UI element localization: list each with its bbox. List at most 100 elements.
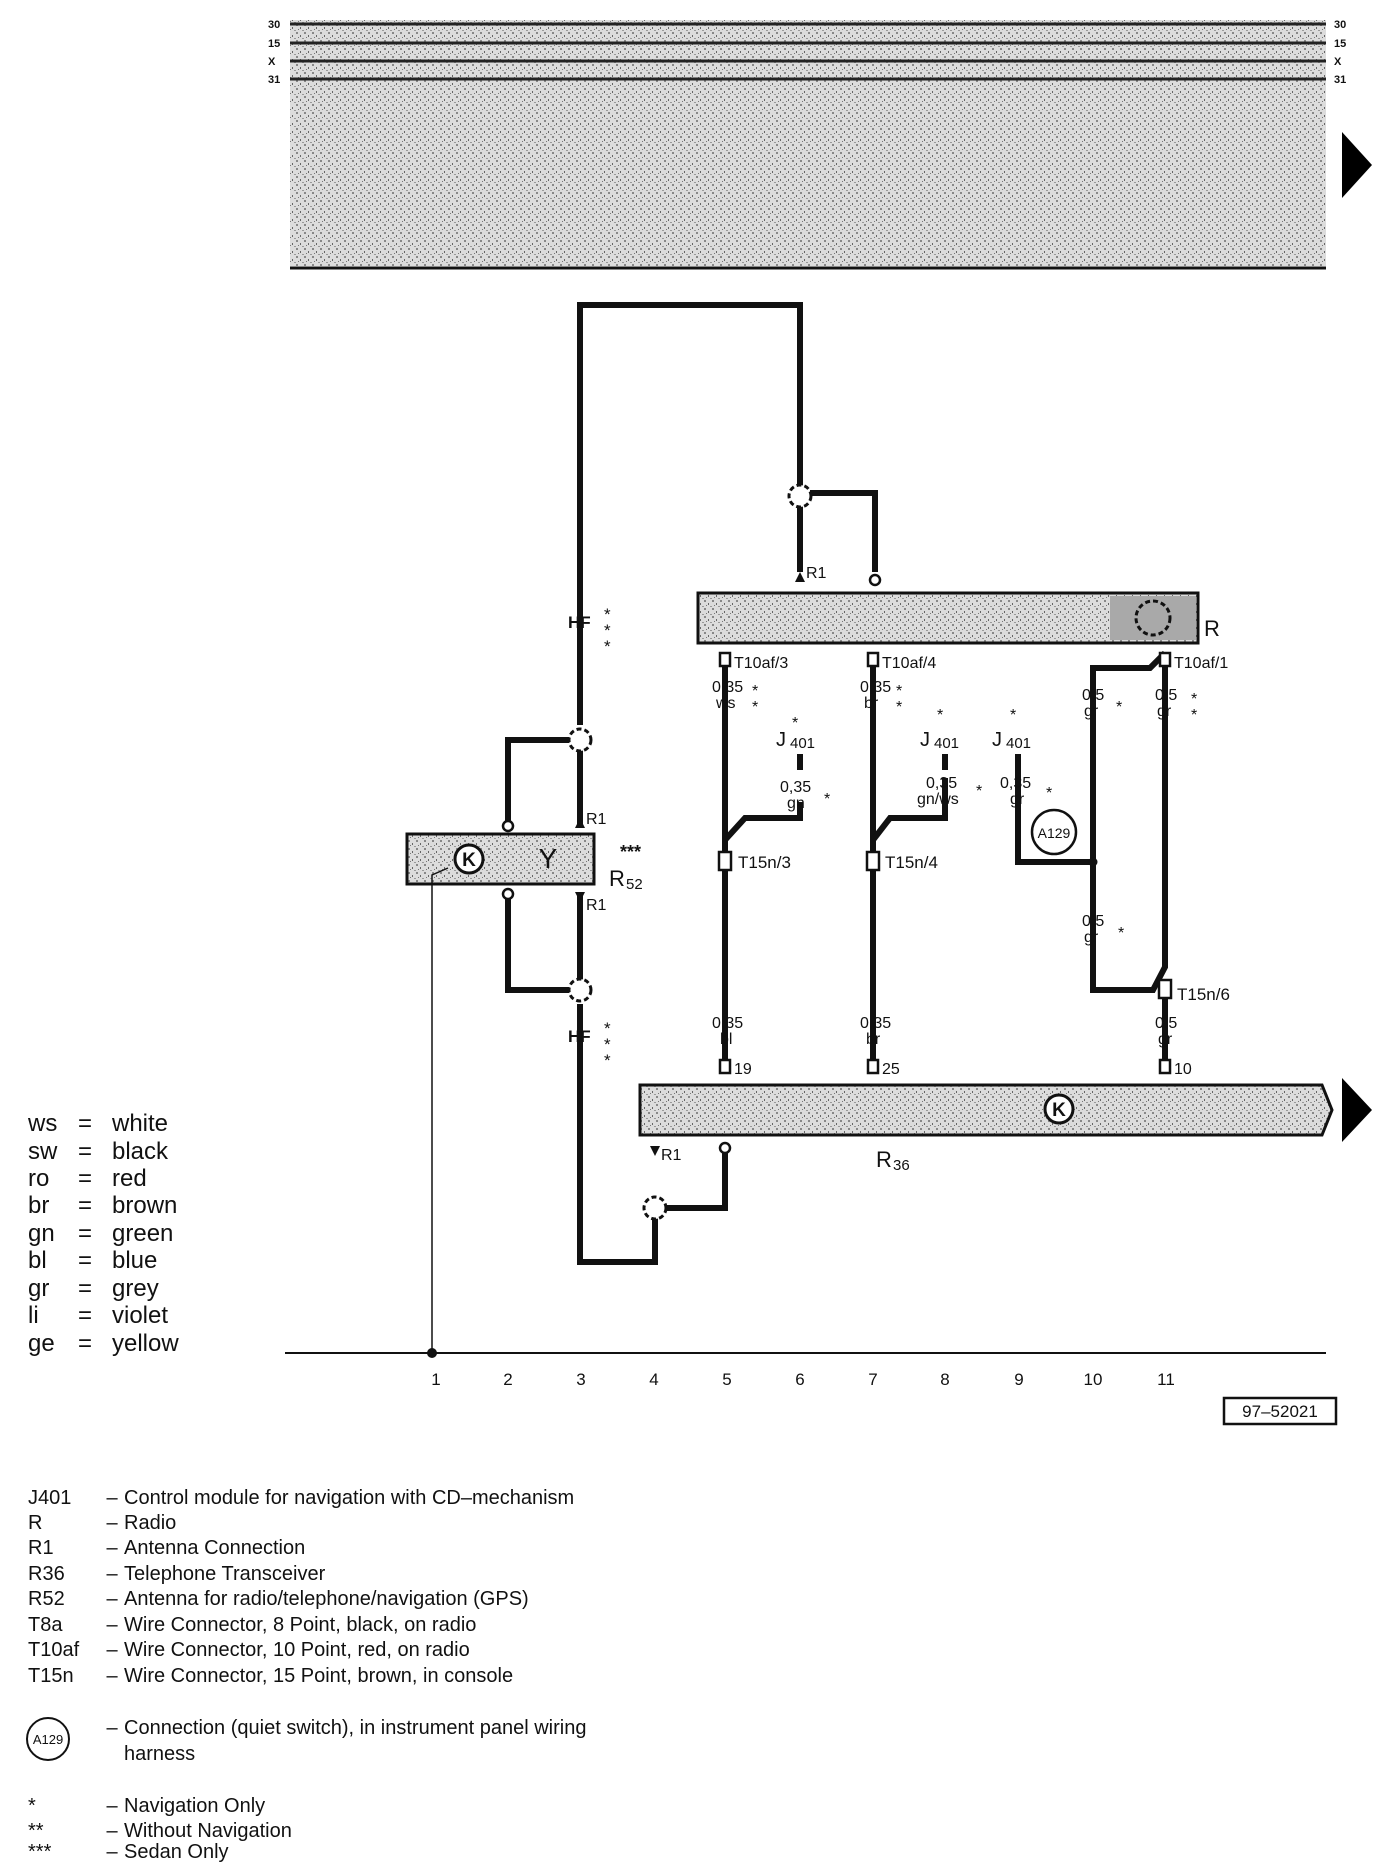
wire7-star-a: * bbox=[896, 683, 902, 700]
transceiver-shield-wire bbox=[665, 1148, 728, 1211]
component-desc: Radio bbox=[124, 1512, 177, 1534]
wire10-size-mid: 0,5 bbox=[1082, 913, 1104, 930]
color-abbr: ro bbox=[28, 1165, 50, 1192]
bus-left-15: 15 bbox=[268, 38, 280, 50]
legend-a129-label: A129 bbox=[33, 1732, 63, 1747]
grid-5: 5 bbox=[722, 1370, 731, 1389]
r1-arrows bbox=[575, 572, 805, 1156]
component-desc: Antenna for radio/telephone/navigation (… bbox=[124, 1588, 529, 1610]
color-legend-row: sw=black bbox=[28, 1138, 169, 1165]
component-legend-row: T10af–Wire Connector, 10 Point, red, on … bbox=[28, 1639, 470, 1661]
hf-stars-upper-2: * bbox=[604, 621, 611, 640]
color-abbr: bl bbox=[28, 1247, 47, 1274]
color-name: blue bbox=[112, 1247, 158, 1274]
wire11-star-b: * bbox=[1191, 707, 1197, 724]
antenna-label-sub: 52 bbox=[626, 876, 643, 893]
component-code: J401 bbox=[28, 1487, 72, 1509]
component-legend-row: R52–Antenna for radio/telephone/navigati… bbox=[28, 1588, 529, 1610]
footnote-desc: Navigation Only bbox=[124, 1795, 266, 1817]
j401-b-sub: 401 bbox=[934, 735, 959, 752]
wire10-star: * bbox=[1116, 699, 1122, 716]
color-abbr: ge bbox=[28, 1330, 55, 1357]
t15n3-label: T15n/3 bbox=[738, 853, 791, 872]
hf-label-lower: HF bbox=[568, 1027, 591, 1046]
bus-right-x: X bbox=[1334, 56, 1342, 68]
wire11-color-bottom: gr bbox=[1158, 1031, 1173, 1048]
junction-a129 bbox=[1088, 857, 1098, 867]
grid-9: 9 bbox=[1014, 1370, 1023, 1389]
pin25-label: 25 bbox=[882, 1061, 900, 1078]
component-legend-row: R–Radio bbox=[28, 1512, 177, 1534]
footnote-mark: *** bbox=[28, 1841, 52, 1863]
color-abbr: li bbox=[28, 1302, 39, 1329]
wire7-size-bottom: 0,35 bbox=[860, 1015, 891, 1032]
j401-c-size: 0,35 bbox=[1000, 775, 1031, 792]
color-legend-row: ge=yellow bbox=[28, 1330, 179, 1357]
color-legend-row: ws=white bbox=[28, 1110, 169, 1137]
hf-stars-lower-2: * bbox=[604, 1035, 611, 1054]
pin10-marker bbox=[1158, 1058, 1172, 1075]
wire7-color-top: br bbox=[864, 695, 879, 712]
t15n6-label: T15n/6 bbox=[1177, 985, 1230, 1004]
j401-c-star: * bbox=[1010, 707, 1016, 724]
footnote-row: **–Without Navigation bbox=[28, 1820, 292, 1842]
color-name: violet bbox=[112, 1302, 169, 1329]
transceiver-shield-terminal bbox=[718, 1141, 732, 1155]
color-abbr: gr bbox=[28, 1275, 50, 1302]
signal-wires bbox=[722, 650, 1168, 1072]
j401-b-prefix: J bbox=[920, 729, 930, 751]
antenna-r52: K Y R 52 *** bbox=[405, 832, 643, 893]
a129-label: A129 bbox=[1038, 825, 1071, 841]
color-abbr: ws bbox=[28, 1110, 58, 1137]
grid-11: 11 bbox=[1157, 1370, 1175, 1389]
hf-stars-upper-3: * bbox=[604, 637, 611, 656]
a129-connection: A129 bbox=[1030, 808, 1078, 856]
hf-stars-lower-1: * bbox=[604, 1019, 611, 1038]
component-code: R1 bbox=[28, 1537, 54, 1559]
power-bus: 30 15 X 31 30 15 X 31 bbox=[268, 19, 1372, 270]
bus-right-30: 30 bbox=[1334, 19, 1346, 31]
antenna-body bbox=[405, 832, 596, 886]
j401-a-sub: 401 bbox=[790, 735, 815, 752]
component-legend-row: R1–Antenna Connection bbox=[28, 1537, 306, 1559]
hf-stars-upper-1: * bbox=[604, 605, 611, 624]
wire5-star-b: * bbox=[752, 699, 758, 716]
component-code: T15n bbox=[28, 1665, 74, 1687]
grid-8: 8 bbox=[940, 1370, 949, 1389]
footnote-row: ***–Sedan Only bbox=[28, 1841, 229, 1863]
t15n3-pin bbox=[717, 850, 733, 872]
figure-id-box bbox=[1222, 1396, 1338, 1426]
transceiver-label-prefix: R bbox=[876, 1147, 892, 1172]
color-name: green bbox=[112, 1220, 174, 1247]
j401-b-size: 0,35 bbox=[926, 775, 957, 792]
radio-symbol bbox=[1134, 599, 1172, 637]
component-desc: Wire Connector, 8 Point, black, on radio bbox=[124, 1614, 477, 1636]
t10af1-label: T10af/1 bbox=[1174, 655, 1228, 672]
color-name: black bbox=[112, 1138, 169, 1165]
color-legend-row: li=violet bbox=[28, 1302, 169, 1329]
color-legend-row: gn=green bbox=[28, 1220, 174, 1247]
legend-a129-symbol bbox=[26, 1717, 70, 1761]
color-name: grey bbox=[112, 1275, 159, 1302]
wire7-star-b: * bbox=[896, 699, 902, 716]
radio-label: R bbox=[1204, 616, 1220, 641]
wire5-color-top: ws bbox=[715, 695, 736, 712]
j401-c-color-star: * bbox=[1046, 785, 1052, 802]
connection-note: –Connection (quiet switch), in instrumen… bbox=[106, 1717, 587, 1739]
wire-j401-gr bbox=[1015, 770, 1093, 865]
connection-note-line1: Connection (quiet switch), in instrument… bbox=[124, 1717, 587, 1739]
antenna-k-letter: K bbox=[462, 850, 476, 871]
bus-shading bbox=[290, 20, 1326, 266]
transceiver-label-sub: 36 bbox=[893, 1157, 910, 1174]
antenna-y-letter: Y bbox=[539, 843, 558, 874]
radio-shield-terminal bbox=[868, 573, 882, 587]
j401-stubs bbox=[797, 754, 1021, 770]
a129-circle bbox=[1030, 808, 1078, 856]
r1-arrow-transceiver bbox=[650, 1146, 660, 1156]
grid-6: 6 bbox=[795, 1370, 804, 1389]
footnote-mark: * bbox=[28, 1795, 36, 1817]
component-code: R36 bbox=[28, 1563, 65, 1585]
component-desc: Telephone Transceiver bbox=[124, 1563, 326, 1585]
terminal-circles bbox=[501, 573, 882, 1155]
j401-a-color-star: * bbox=[824, 791, 830, 808]
